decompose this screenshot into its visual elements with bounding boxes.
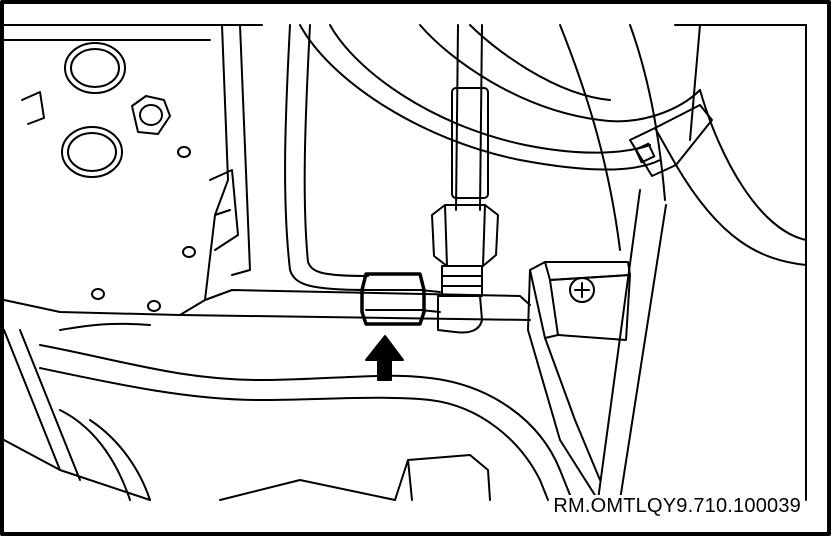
hydraulic-tube-horizontal bbox=[284, 24, 441, 313]
port-ring-bottom bbox=[61, 126, 123, 178]
port-ring-top bbox=[64, 42, 126, 94]
indicator-arrow bbox=[365, 335, 404, 381]
fitting-body bbox=[441, 265, 483, 297]
highlighted-fitting bbox=[360, 272, 426, 326]
hydraulic-tube-vertical bbox=[431, 24, 499, 334]
lower-hoses bbox=[3, 322, 573, 501]
right-frame-panel bbox=[559, 24, 807, 501]
bolt-head bbox=[91, 288, 105, 300]
mounting-bracket bbox=[527, 261, 631, 501]
screw-head bbox=[569, 277, 595, 303]
support-bracket bbox=[179, 24, 531, 321]
upper-hex-fitting bbox=[431, 204, 499, 267]
valve-block bbox=[3, 24, 239, 316]
tube-sleeve bbox=[451, 87, 489, 199]
elbow-fitting bbox=[437, 295, 483, 334]
bolt-head bbox=[182, 246, 196, 258]
lower-component bbox=[3, 439, 491, 501]
figure-reference-code: RM.OMTLQY9.710.100039 bbox=[551, 495, 803, 518]
hose-upper bbox=[299, 24, 701, 171]
bolt-head bbox=[147, 300, 161, 312]
hex-nut bbox=[131, 95, 171, 135]
bolt-head bbox=[177, 146, 191, 158]
